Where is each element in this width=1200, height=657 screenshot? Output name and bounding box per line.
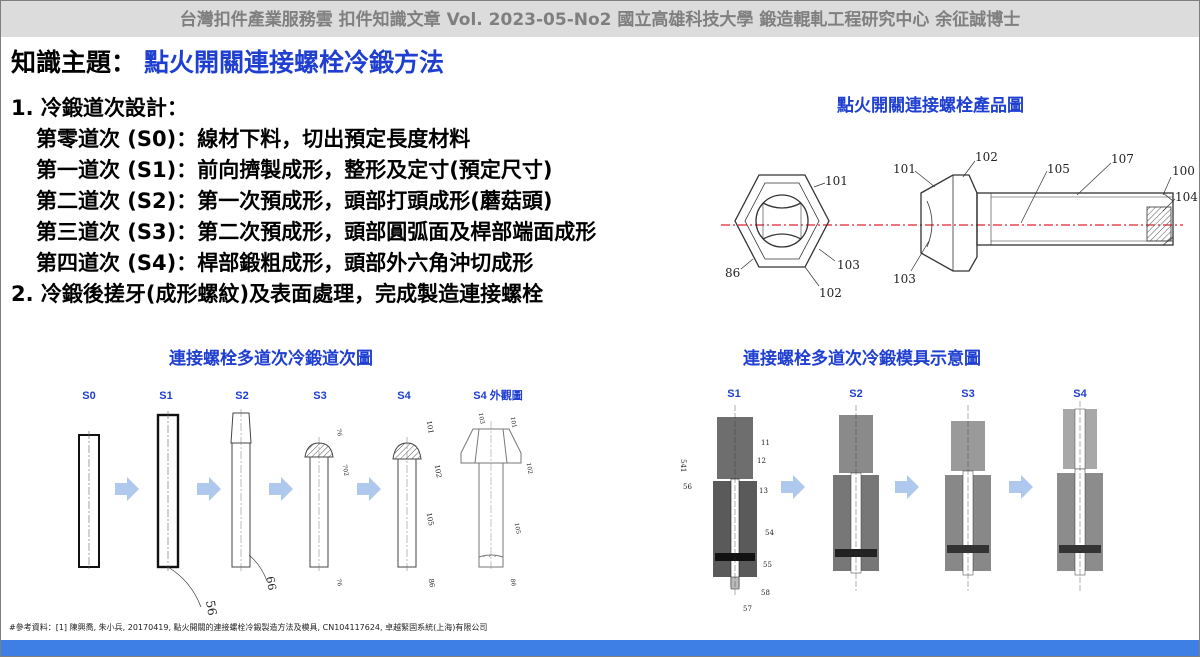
stage-label: S3 xyxy=(961,388,974,400)
label: 102 xyxy=(819,286,842,300)
flow-arrow xyxy=(781,475,805,499)
process-list: 1. 冷鍛道次設計： 第零道次 (S0)：線材下料，切出預定長度材料 第一道次 … xyxy=(11,93,596,310)
label: 86 xyxy=(725,266,740,280)
label: 56 xyxy=(203,599,219,616)
bolt-end-view xyxy=(734,174,830,268)
label: 101 xyxy=(825,174,848,188)
stage-label: S2 xyxy=(849,388,862,400)
stage-label: S2 xyxy=(235,390,248,402)
stage-label: S0 xyxy=(82,390,95,402)
label: 105 xyxy=(1047,162,1070,176)
label: 86 xyxy=(509,578,517,587)
label: 66 xyxy=(263,575,278,591)
bolt-side-view xyxy=(920,174,1174,272)
label: 104 xyxy=(1175,190,1198,204)
stage-label: S4 外觀圖 xyxy=(473,388,523,402)
topic-label: 知識主題： xyxy=(11,48,137,77)
label: 56 xyxy=(683,483,692,491)
stage-label: S4 xyxy=(397,390,411,402)
label: 105 xyxy=(513,522,522,535)
label: 102 xyxy=(525,462,534,475)
label: 541 xyxy=(679,459,687,472)
die-s2 xyxy=(833,405,879,591)
die-s4 xyxy=(1057,401,1103,591)
label: 12 xyxy=(757,457,766,465)
die-s3 xyxy=(945,405,991,591)
stage-label: S3 xyxy=(313,390,326,402)
product-figure-caption: 點火開關連接螺栓產品圖 xyxy=(837,96,1024,116)
label: 103 xyxy=(837,258,860,272)
topic-value: 點火開關連接螺栓冷鍛方法 xyxy=(144,48,445,77)
label: 86 xyxy=(427,578,437,589)
reference-note: #參考資料：[1] 陳興喬, 朱小兵, 20170419, 點火開關的連接螺栓冷… xyxy=(9,623,488,632)
die-s1 xyxy=(713,405,757,597)
list-item: 2. 冷鍛後搓牙(成形螺紋)及表面處理，完成製造連接螺栓 xyxy=(11,282,544,306)
label: 11 xyxy=(761,439,770,447)
label: 55 xyxy=(763,561,772,569)
list-item: 1. 冷鍛道次設計： xyxy=(11,96,188,120)
label: 101 xyxy=(509,416,518,428)
label: 103 xyxy=(477,412,486,425)
sequence-figure-caption: 連接螺栓多道次冷鍛道次圖 xyxy=(169,349,373,369)
flow-arrow xyxy=(269,477,293,501)
flow-arrow xyxy=(895,475,919,499)
stage-label: S4 xyxy=(1073,388,1087,400)
flow-arrow xyxy=(357,477,381,501)
label: 103 xyxy=(893,272,916,286)
die-figure: S1 S2 S3 S4 11 12 13 541 56 54 55 58 57 xyxy=(679,388,1103,613)
header-banner: 台灣扣件產業服務雲 扣件知識文章 Vol. 2023-05-No2 國立高雄科技… xyxy=(1,1,1199,37)
die-figure-caption: 連接螺栓多道次冷鍛模具示意圖 xyxy=(743,349,981,369)
stage-label: S1 xyxy=(159,390,172,402)
label: 105 xyxy=(425,512,435,527)
label: 107 xyxy=(1111,152,1134,166)
sequence-figure: S0 S1 S2 S3 S4 S4 外觀圖 56 66 76 xyxy=(78,388,534,617)
hatched-end xyxy=(1146,206,1172,242)
topic-title: 知識主題：點火開關連接螺栓冷鍛方法 xyxy=(11,43,444,79)
flow-arrow xyxy=(197,477,221,501)
label: 13 xyxy=(759,487,768,495)
label: 101 xyxy=(425,420,435,435)
list-item: 第二道次 (S2)：第一次預成形，頭部打頭成形(蘑菇頭) xyxy=(36,189,553,213)
label: 102 xyxy=(433,464,443,479)
label: 100 xyxy=(1172,164,1195,178)
flow-arrow xyxy=(1009,475,1033,499)
label: 702 xyxy=(341,464,350,477)
label: 54 xyxy=(765,529,774,537)
bottom-bar xyxy=(1,640,1199,656)
label: 76 xyxy=(335,428,343,437)
product-figure: 101 86 103 102 1 xyxy=(721,150,1198,300)
label: 101 xyxy=(893,162,916,176)
label: 76 xyxy=(335,578,343,587)
label: 57 xyxy=(743,605,752,613)
list-item: 第四道次 (S4)：桿部鍛粗成形，頭部外六角沖切成形 xyxy=(36,251,534,275)
stage-label: S1 xyxy=(727,388,740,400)
list-item: 第一道次 (S1)：前向擠製成形，整形及定寸(預定尺寸) xyxy=(36,158,553,182)
list-item: 第零道次 (S0)：線材下料，切出預定長度材料 xyxy=(36,127,471,151)
flow-arrow xyxy=(115,477,139,501)
list-item: 第三道次 (S3)：第二次預成形，頭部圓弧面及桿部端面成形 xyxy=(36,220,597,244)
label: 102 xyxy=(975,150,998,164)
label: 58 xyxy=(761,589,770,597)
